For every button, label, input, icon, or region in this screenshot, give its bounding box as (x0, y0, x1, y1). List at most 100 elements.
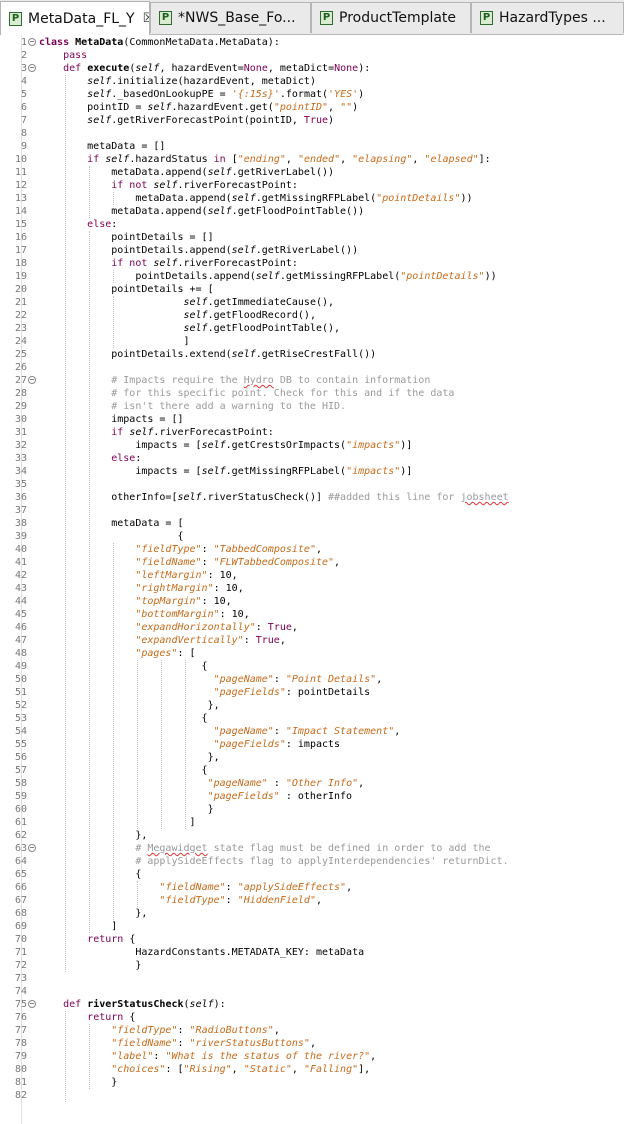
code-line[interactable]: 23 self.getFloodPointTable(), (0, 322, 624, 335)
code-line[interactable]: 25 pointDetails.extend(self.getRiseCrest… (0, 348, 624, 361)
code-line[interactable]: 31 if self.riverForecastPoint: (0, 426, 624, 439)
fold-toggle-icon[interactable]: − (28, 37, 36, 46)
code-line[interactable]: 74 (0, 985, 624, 998)
code-line[interactable]: 68 }, (0, 907, 624, 920)
fold-toggle-icon[interactable]: − (28, 63, 36, 72)
tab-metadata-fl-y[interactable]: P MetaData_FL_Y ☒ (0, 1, 150, 35)
code-line[interactable]: 67 "fieldType": "HiddenField", (0, 894, 624, 907)
code-line[interactable]: 75− def riverStatusCheck(self): (0, 998, 624, 1011)
code-line[interactable]: 6 pointID = self.hazardEvent.get("pointI… (0, 101, 624, 114)
code-line[interactable]: 21 self.getImmediateCause(), (0, 296, 624, 309)
close-icon[interactable]: ☒ (143, 11, 149, 26)
code-line[interactable]: 22 self.getFloodRecord(), (0, 309, 624, 322)
code-line[interactable]: 59 "pageFields" : otherInfo (0, 790, 624, 803)
code-line[interactable]: 77 "fieldType": "RadioButtons", (0, 1024, 624, 1037)
code-line[interactable]: 53 { (0, 712, 624, 725)
code-line[interactable]: 4 self.initialize(hazardEvent, metaDict) (0, 75, 624, 88)
code-line[interactable]: 14 metaData.append(self.getFloodPointTab… (0, 205, 624, 218)
code-line[interactable]: 60 } (0, 803, 624, 816)
code-line[interactable]: 11 metaData.append(self.getRiverLabel()) (0, 166, 624, 179)
line-number: 39 (14, 531, 27, 542)
code-line[interactable]: 78 "fieldName": "riverStatusButtons", (0, 1037, 624, 1050)
code-line[interactable]: 41 "fieldName": "FLWTabbedComposite", (0, 556, 624, 569)
code-line[interactable]: 17 pointDetails.append(self.getRiverLabe… (0, 244, 624, 257)
code-line[interactable]: 79 "label": "What is the status of the r… (0, 1050, 624, 1063)
code-line[interactable]: 69 ] (0, 920, 624, 933)
code-line[interactable]: 76 return { (0, 1011, 624, 1024)
code-line[interactable]: 1−class MetaData(CommonMetaData.MetaData… (0, 36, 624, 49)
code-line[interactable]: 32 impacts = [self.getCrestsOrImpacts("i… (0, 439, 624, 452)
code-line[interactable]: 40 "fieldType": "TabbedComposite", (0, 543, 624, 556)
fold-toggle-icon[interactable]: − (28, 999, 36, 1008)
tab-hazard-types[interactable]: P HazardTypes ... (471, 2, 624, 33)
tab-nws-base-fo[interactable]: P *NWS_Base_Fo... (150, 2, 311, 33)
editor-tab-bar: P MetaData_FL_Y ☒ P *NWS_Base_Fo... P Pr… (0, 0, 624, 35)
code-line[interactable]: 29 # isn't there add a warning to the HI… (0, 400, 624, 413)
code-line[interactable]: 39 { (0, 530, 624, 543)
code-line[interactable]: 35 (0, 478, 624, 491)
code-line[interactable]: 42 "leftMargin": 10, (0, 569, 624, 582)
code-line[interactable]: 65 { (0, 868, 624, 881)
code-line[interactable]: 70 return { (0, 933, 624, 946)
code-line[interactable]: 5 self._basedOnLookupPE = '{:15s}'.forma… (0, 88, 624, 101)
code-line[interactable]: 50 "pageName": "Point Details", (0, 673, 624, 686)
code-line[interactable]: 56 }, (0, 751, 624, 764)
code-line[interactable]: 54 "pageName": "Impact Statement", (0, 725, 624, 738)
code-line[interactable]: 28 # for this specific point. Check for … (0, 387, 624, 400)
code-line[interactable]: 82 (0, 1089, 624, 1102)
code-line[interactable]: 8 (0, 127, 624, 140)
code-line[interactable]: 13 metaData.append(self.getMissingRFPLab… (0, 192, 624, 205)
code-line[interactable]: 46 "expandHorizontally": True, (0, 621, 624, 634)
code-line[interactable]: 58 "pageName" : "Other Info", (0, 777, 624, 790)
code-line[interactable]: 7 self.getRiverForecastPoint(pointID, Tr… (0, 114, 624, 127)
code-line[interactable]: 62 }, (0, 829, 624, 842)
code-line[interactable]: 18 if not self.riverForecastPoint: (0, 257, 624, 270)
code-line[interactable]: 24 ] (0, 335, 624, 348)
code-text: "bottomMargin": 10, (135, 609, 250, 620)
code-line[interactable]: 16 pointDetails = [] (0, 231, 624, 244)
indent-guide (185, 660, 187, 829)
code-line[interactable]: 3− def execute(self, hazardEvent=None, m… (0, 62, 624, 75)
code-line[interactable]: 72 } (0, 959, 624, 972)
code-line[interactable]: 63− # Megawidget state flag must be defi… (0, 842, 624, 855)
code-line[interactable]: 9 metaData = [] (0, 140, 624, 153)
code-line[interactable]: 12 if not self.riverForecastPoint: (0, 179, 624, 192)
code-line[interactable]: 15 else: (0, 218, 624, 231)
code-line[interactable]: 26 (0, 361, 624, 374)
code-line[interactable]: 80 "choices": ["Rising", "Static", "Fall… (0, 1063, 624, 1076)
code-line[interactable]: 71 HazardConstants.METADATA_KEY: metaDat… (0, 946, 624, 959)
line-number: 14 (14, 206, 27, 217)
code-editor[interactable]: 1−class MetaData(CommonMetaData.MetaData… (0, 35, 624, 1124)
code-text: "fieldType": "RadioButtons", (111, 1025, 280, 1036)
code-line[interactable]: 57 { (0, 764, 624, 777)
code-line[interactable]: 37 (0, 504, 624, 517)
code-line[interactable]: 66 "fieldName": "applySideEffects", (0, 881, 624, 894)
code-line[interactable]: 52 }, (0, 699, 624, 712)
code-line[interactable]: 19 pointDetails.append(self.getMissingRF… (0, 270, 624, 283)
code-line[interactable]: 34 impacts = [self.getMissingRFPLabel("i… (0, 465, 624, 478)
code-line[interactable]: 81 } (0, 1076, 624, 1089)
code-line[interactable]: 61 ] (0, 816, 624, 829)
code-line[interactable]: 73 (0, 972, 624, 985)
code-line[interactable]: 2 pass (0, 49, 624, 62)
code-line[interactable]: 33 else: (0, 452, 624, 465)
code-line[interactable]: 20 pointDetails += [ (0, 283, 624, 296)
fold-toggle-icon[interactable]: − (28, 375, 36, 384)
code-line[interactable]: 48 "pages": [ (0, 647, 624, 660)
code-line[interactable]: 49 { (0, 660, 624, 673)
code-line[interactable]: 43 "rightMargin": 10, (0, 582, 624, 595)
code-line[interactable]: 45 "bottomMargin": 10, (0, 608, 624, 621)
code-line[interactable]: 64 # applySideEffects flag to applyInter… (0, 855, 624, 868)
code-line[interactable]: 30 impacts = [] (0, 413, 624, 426)
code-line[interactable]: 36 otherInfo=[self.riverStatusCheck()] #… (0, 491, 624, 504)
code-line[interactable]: 27− # Impacts require the Hydro DB to co… (0, 374, 624, 387)
tab-product-template[interactable]: P ProductTemplate (311, 2, 471, 33)
code-line[interactable]: 51 "pageFields": pointDetails (0, 686, 624, 699)
fold-toggle-icon[interactable]: − (28, 843, 36, 852)
line-number: 53 (14, 713, 27, 724)
code-line[interactable]: 47 "expandVertically": True, (0, 634, 624, 647)
code-line[interactable]: 10 if self.hazardStatus in ["ending", "e… (0, 153, 624, 166)
code-line[interactable]: 44 "topMargin": 10, (0, 595, 624, 608)
code-line[interactable]: 55 "pageFields": impacts (0, 738, 624, 751)
code-line[interactable]: 38 metaData = [ (0, 517, 624, 530)
